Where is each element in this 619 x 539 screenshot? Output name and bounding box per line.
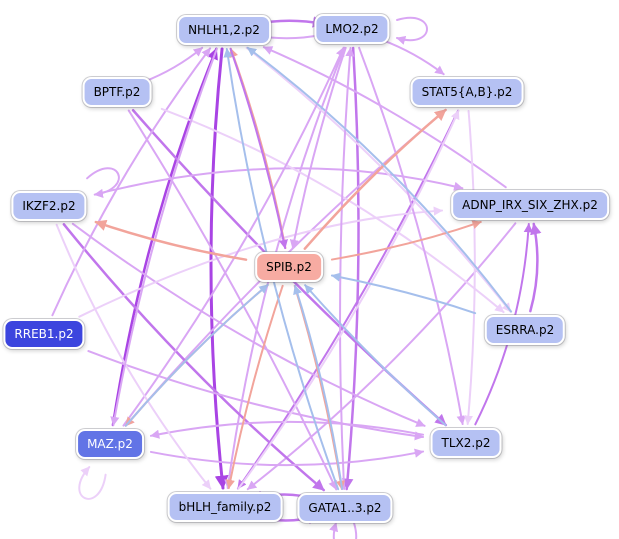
edge-maz-nhlh (111, 47, 218, 427)
edge-bptf-gata (127, 109, 338, 491)
edge-lmo2-spib (289, 46, 347, 250)
edge-spib-stat5 (303, 108, 447, 250)
node-adnp[interactable]: ADNP_IRX_SIX_ZHX.p2 (451, 190, 609, 220)
edge-rreb1-nhlh (51, 47, 212, 317)
edge-esrra-adnp (529, 222, 542, 313)
edge-lmo2-lmo2 (396, 17, 428, 45)
edge-gata-spib (293, 284, 344, 491)
edge-ikzf2-gata (62, 223, 326, 492)
node-lmo2[interactable]: LMO2.p2 (314, 14, 390, 44)
edge-bptf-nhlh (142, 46, 204, 83)
node-bhlh[interactable]: bHLH_family.p2 (167, 492, 283, 522)
edge-esrra-nhlh (246, 46, 513, 313)
node-tlx2[interactable]: TLX2.p2 (430, 428, 502, 458)
edge-ikzf2-tlx2 (71, 222, 426, 427)
edge-esrra-spib (330, 272, 477, 315)
edge-nhlh-spib (229, 47, 288, 250)
edge-spib-ikzf2 (94, 219, 248, 261)
edge-adnp-nhlh (262, 46, 507, 189)
edge-nhlh-maz (110, 47, 218, 427)
node-esrra[interactable]: ESRRA.p2 (484, 315, 566, 345)
edge-stat5-bhlh (236, 109, 460, 490)
edge-bptf-esrra (160, 107, 505, 314)
edge-tlx2-spib (304, 284, 447, 427)
edge-lmo2-gata (341, 46, 360, 491)
node-bptf[interactable]: BPTF.p2 (82, 77, 152, 107)
edge-maz-spib (124, 283, 269, 427)
node-ikzf2[interactable]: IKZF2.p2 (11, 191, 87, 221)
node-rreb1[interactable]: RREB1.p2 (3, 319, 85, 349)
edge-nhlh-bhlh (209, 47, 229, 490)
edge-spib-bhlh (225, 284, 284, 490)
node-stat5[interactable]: STAT5{A,B}.p2 (410, 77, 524, 107)
edge-maz-lmo2 (122, 46, 345, 427)
edge-spib-adnp (330, 220, 482, 261)
edge-lmo2-stat5 (379, 38, 445, 76)
edge-maz-maz (78, 466, 107, 500)
edge-spib-gata (293, 284, 346, 491)
node-spib[interactable]: SPIB.p2 (255, 252, 323, 282)
edge-stat5-tlx2 (463, 109, 476, 426)
node-maz[interactable]: MAZ.p2 (76, 429, 144, 459)
edge-rreb1-adnp (78, 206, 444, 318)
edge-bhlh-stat5 (237, 109, 460, 490)
edge-nhlh-esrra (245, 46, 512, 313)
node-gata[interactable]: GATA1..3.p2 (297, 493, 393, 523)
node-nhlh[interactable]: NHLH1,2.p2 (177, 15, 271, 45)
edge-spib-maz (124, 283, 269, 427)
edge-lmo2-tlx2 (358, 46, 466, 426)
edge-gata-lmo2 (339, 46, 355, 491)
edge-rreb1-tlx2 (87, 350, 425, 441)
edge-gata-gata (329, 522, 357, 539)
edge-tlx2-maz (149, 420, 425, 439)
